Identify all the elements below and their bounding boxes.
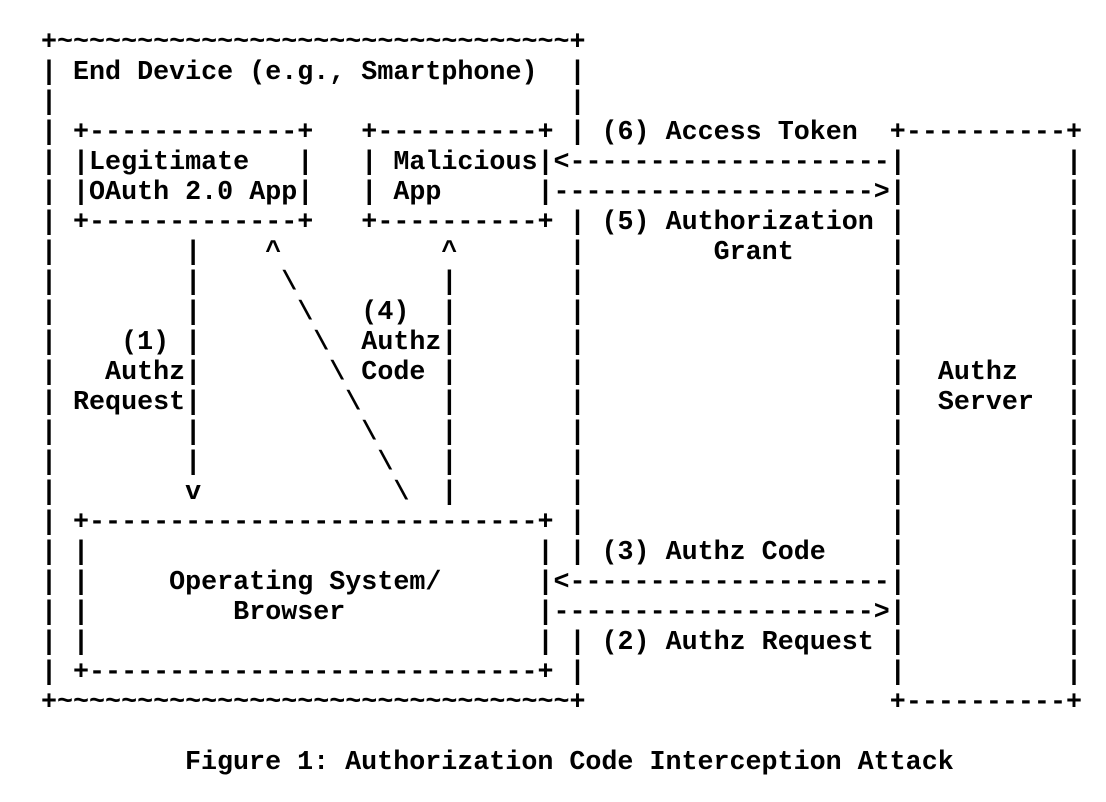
ascii-art-diagram: +~~~~~~~~~~~~~~~~~~~~~~~~~~~~~~~~+ | End… xyxy=(41,28,1082,718)
document-page: +~~~~~~~~~~~~~~~~~~~~~~~~~~~~~~~~+ | End… xyxy=(41,28,1082,778)
figure-caption: Figure 1: Authorization Code Interceptio… xyxy=(185,748,954,778)
